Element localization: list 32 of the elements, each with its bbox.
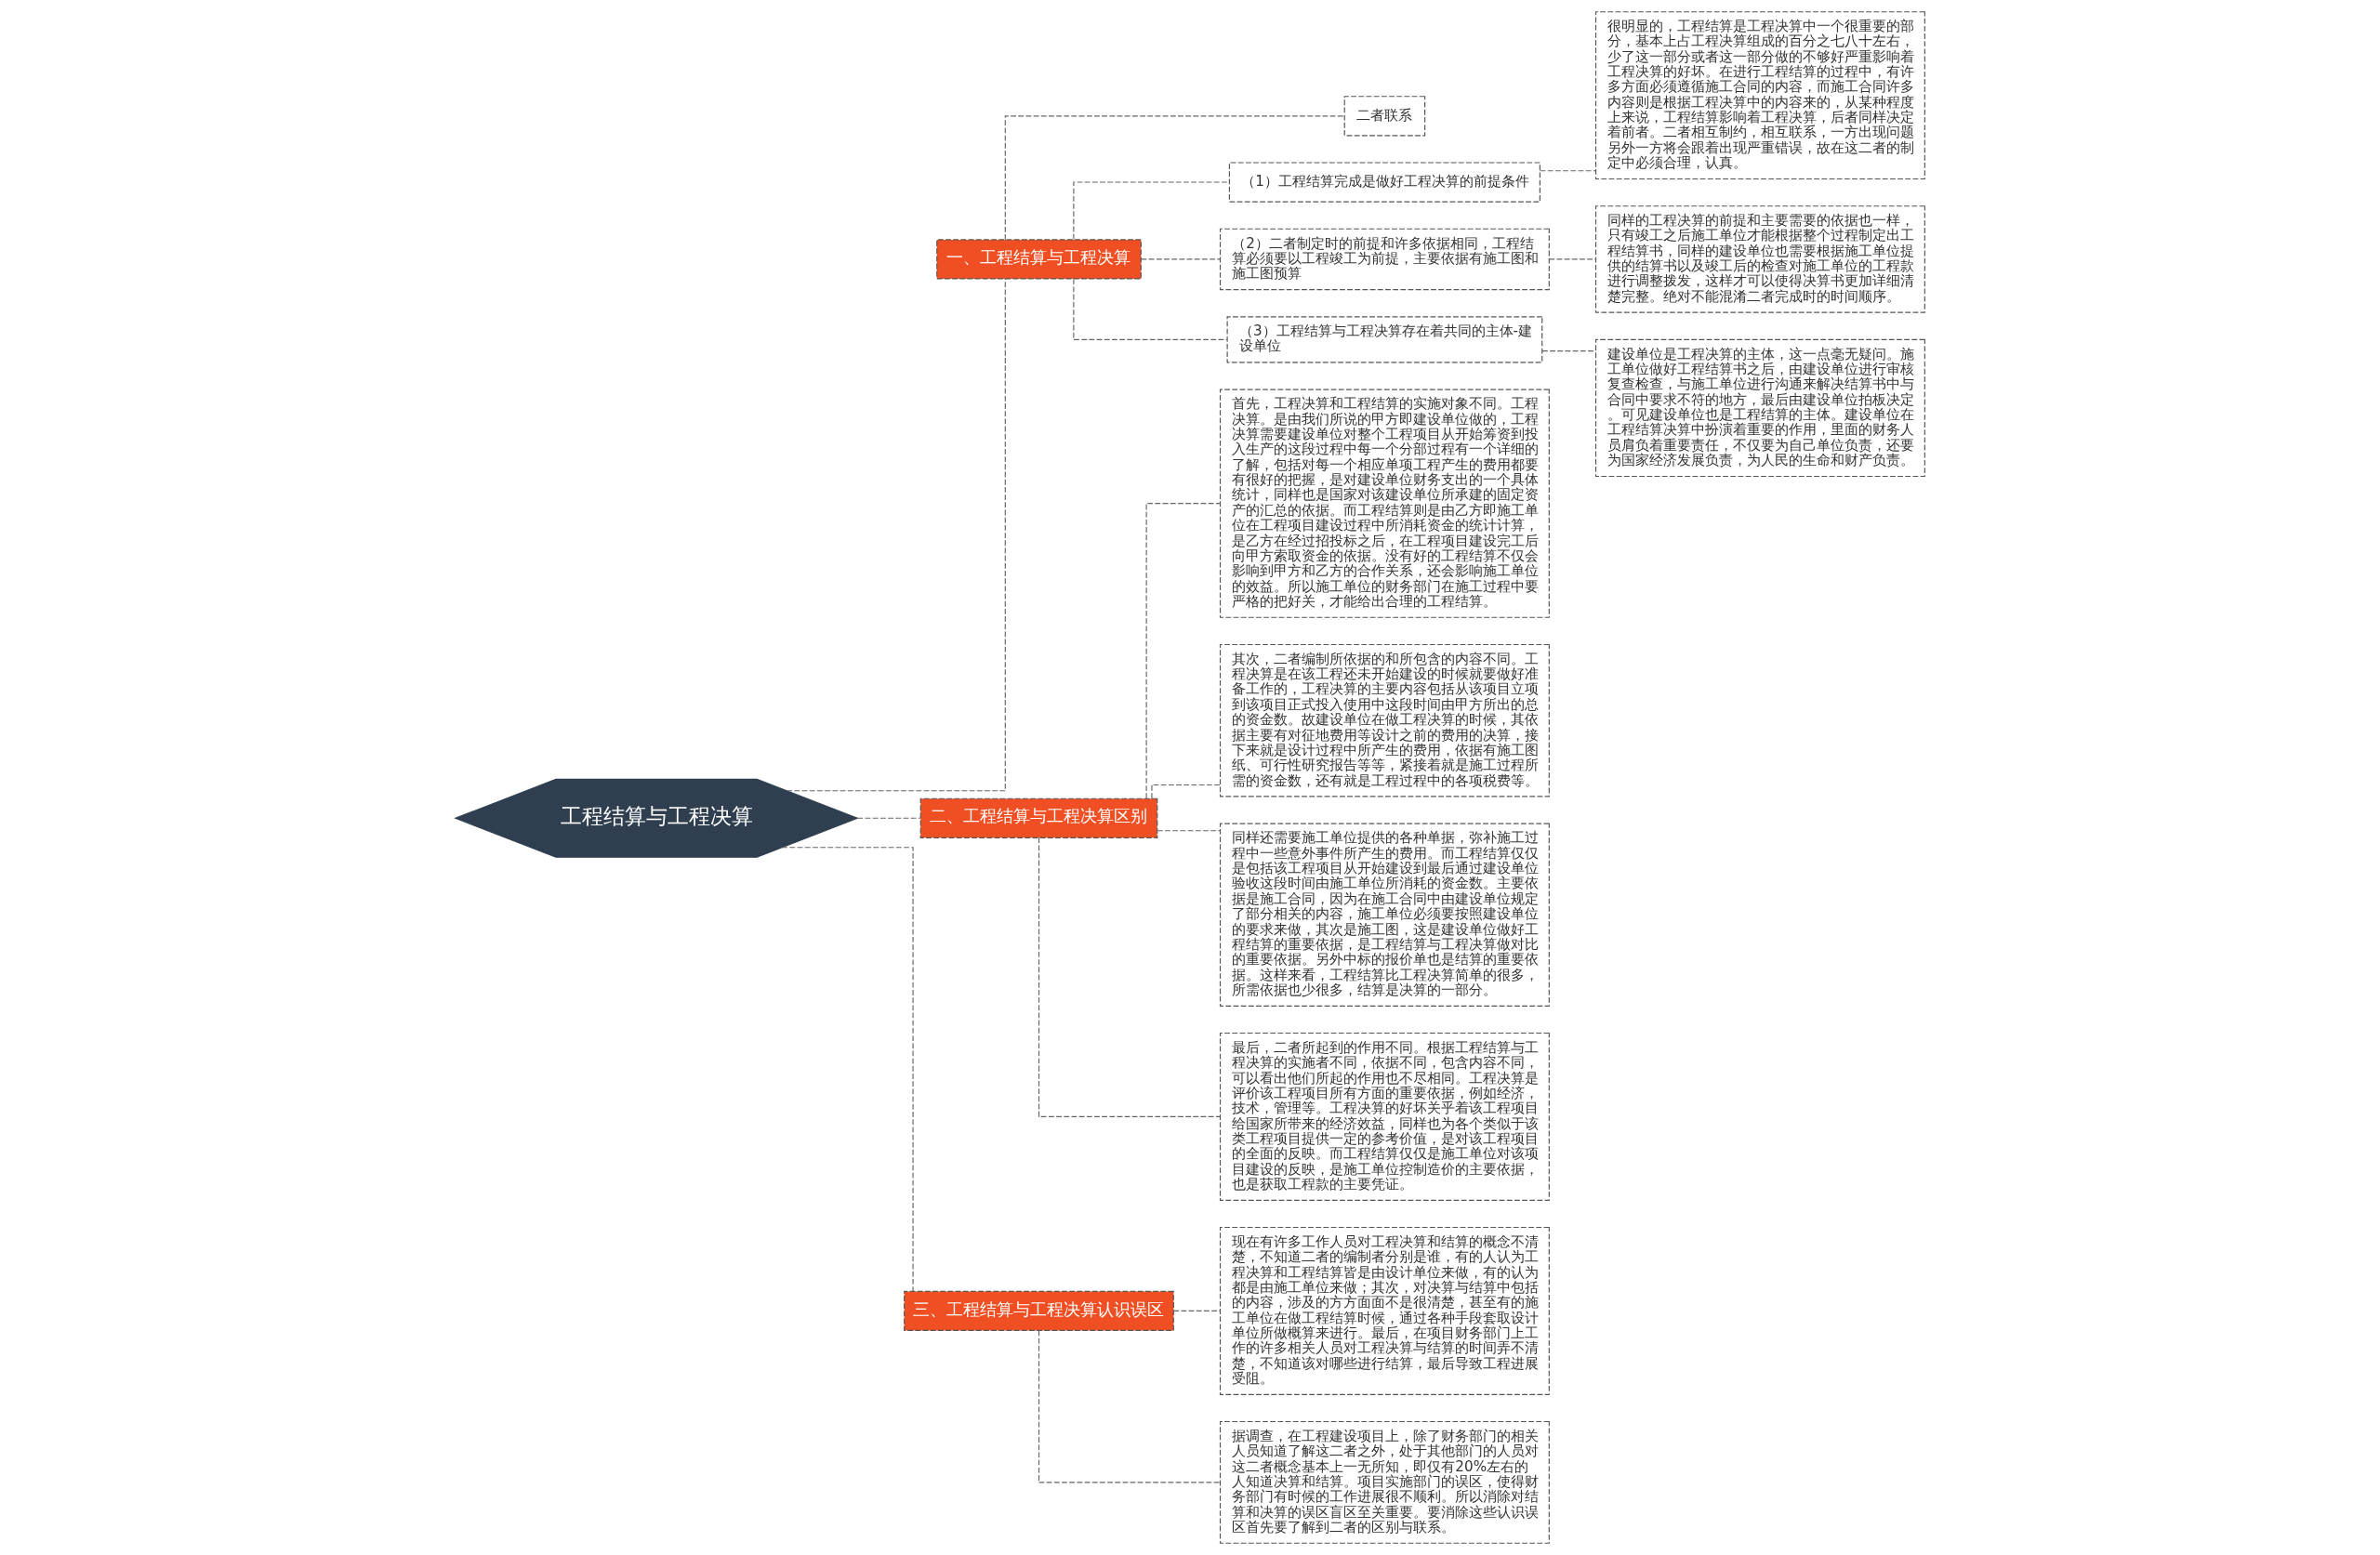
connector [1172,1310,1221,1311]
connector [856,817,921,819]
node-box: 建设单位是工程决算的主体，这一点毫无疑问。施工单位做好工程结算书之后，由建设单位进行审核复查检查，与施工单位进行沟通来解决结算书中与合同中要求不符的地方，最后由建设单位拍板决定。可见建设单位也是工程结算的主体。建设单位在工程结算决算中扮演着重要的作用，里面的财务人员肩负着重要责任，不仅要为自己单位负责，还要为国家经济发展负责，为人民的生命和财产负责。 [1594,338,1925,478]
connector [1038,837,1221,1117]
node-box: 三、工程结算与工程决算认识误区 [904,1290,1174,1331]
node-box: 同样的工程决算的前提和主要需要的依据也一样，只有竣工之后施工单位才能根据整个过程制定出工程结算书，同样的建设单位也需要根据施工单位提供的结算书以及竣工后的检查对施工单位的工程款进行调整拨发，这样才可以使得决算书更加详细清楚完整。绝对不能混淆二者完成时的时间顺序。 [1594,205,1925,313]
connector [786,278,1006,792]
node-box: 二、工程结算与工程决算区别 [919,797,1158,838]
connector [1157,830,1222,832]
connector [1151,784,1221,799]
connector [1548,258,1597,260]
connector [1004,115,1345,241]
node-box: 一、工程结算与工程决算 [936,239,1142,280]
connector [1141,258,1221,260]
node-box: 现在有许多工作人员对工程决算和结算的概念不清楚，不知道二者的编制者分别是谁，有的人认为工程决算和工程结算皆是由设计单位来做，有的认为都是由施工单位来做；其次，对决算与结算中包括的内容，涉及的方方面面不是很清楚，甚至有的施工单位在做工程结算时候，通过各种手段套取设计单位所做概算来进行。最后，在项目财务部门上工作的许多相关人员对工程决算与结算的时间弄不清楚，不知道该对哪些进行结算，最后导致工程进展受阻。 [1219,1226,1550,1395]
connector [781,847,914,1292]
connector [1073,278,1228,340]
node-box: 二者联系 [1343,96,1426,137]
node-box: （3）工程结算与工程决算存在着共同的主体-建设单位 [1226,316,1543,363]
connector [1038,1330,1221,1483]
node-box: 其次，二者编制所依据的和所包含的内容不同。工程决算是在该工程还未开始建设的时候就要做好准备工作的，工程决算的主要内容包括从该项目立项到该项目正式投入使用中这段时间由甲方所出的总的资金数。故建设单位在做工程决算的时候，其依据主要有对征地费用等设计之前的费用的决算，接下来就是设计过程中所产生的费用，依据有施工图纸、可行性研究报告等等，紧接着就是施工过程所需的资金数，还有就是工程过程中的各项税费等。 [1219,643,1550,797]
node-box: 同样还需要施工单位提供的各种单据，弥补施工过程中一些意外事件所产生的费用。而工程结算仅仅是包括该工程项目从开始建设到最后通过建设单位验收这段时间由施工单位所消耗的资金数。主要依据是施工合同，因为在施工合同中由建设单位规定了部分相关的内容，施工单位必须要按照建设单位的要求来做，其次是施工图，这是建设单位做好工程结算的重要依据，是工程结算与工程决算做对比的重要依据。另外中标的报价单也是结算的重要依据。这样来看，工程结算比工程决算简单的很多，所需依据也少很多，结算是决算的一部分。 [1219,823,1550,1007]
connector [1540,170,1597,172]
node-box: 最后，二者所起到的作用不同。根据工程结算与工程决算的实施者不同，依据不同，包含内容不同，可以看出他们所起的作用也不尽相同。工程决算是评价该工程项目所有方面的重要依据，例如经济，技术，管理等。工程决算的好坏关乎着该工程项目给国家所带来的经济效益，同样也为各个类似于该类工程项目提供一定的参考价值，是对该工程项目的全面的反映。而工程结算仅仅是施工单位对该项目建设的反映，是施工单位控制造价的主要依据，也是获取工程款的主要凭证。 [1219,1032,1550,1201]
node-box: （2）二者制定时的前提和许多依据相同，工程结算必须要以工程竣工为前提，主要依据有施工图和施工图预算 [1219,228,1550,291]
node-box: 很明显的，工程结算是工程决算中一个很重要的部分，基本上占工程决算组成的百分之七八十左右，少了这一部分或者这一部分做的不够好严重影响着工程决算的好坏。在进行工程结算的过程中，有许多方面必须遵循施工合同的内容，而施工合同许多内容则是根据工程决算中的内容来的，从某种程度上来说，工程结算影响着工程决算，后者同样决定着前者。二者相互制约，相互联系，一方出现问题另外一方将会跟着出现严重错误，故在这二者的制定中必须合理，认真。 [1594,11,1925,180]
connector [1145,503,1222,799]
node-box: （1）工程结算完成是做好工程决算的前提条件 [1228,162,1540,203]
node-box: 首先，工程决算和工程结算的实施对象不同。工程决算。是由我们所说的甲方即建设单位做的，工程决算需要建设单位对整个工程项目从开始筹资到投入生产的这段过程中每一个分部过程有一个详细的了解，包括对每一个相应单项工程产生的费用都要有很好的把握，是对建设单位财务支出的一个具体统计，同样也是国家对该建设单位所承建的固定资产的汇总的依据。而工程结算则是由乙方即施工单位在工程项目建设过程中所消耗资金的统计计算，是乙方在经过招投标之后，在工程项目建设完工后向甲方索取资金的依据。没有好的工程结算不仅会影响到甲方和乙方的合作关系，还会影响施工单位的效益。所以施工单位的财务部门在施工过程中要严格的把好关，才能给出合理的工程结算。 [1219,389,1550,618]
node-box: 据调查，在工程建设项目上，除了财务部门的相关人员知道了解这二者之外，处于其他部门的人员对这二者概念基本上一无所知，即仅有20%左右的人知道决算和结算。项目实施部门的误区，使得财务部门有时候的工作进展很不顺利。所以消除对结算和决算的误区盲区至关重要。要消除这些认识误区首先要了解到二者的区别与联系。 [1219,1420,1550,1544]
connector [1073,181,1230,241]
connector [1541,350,1597,352]
